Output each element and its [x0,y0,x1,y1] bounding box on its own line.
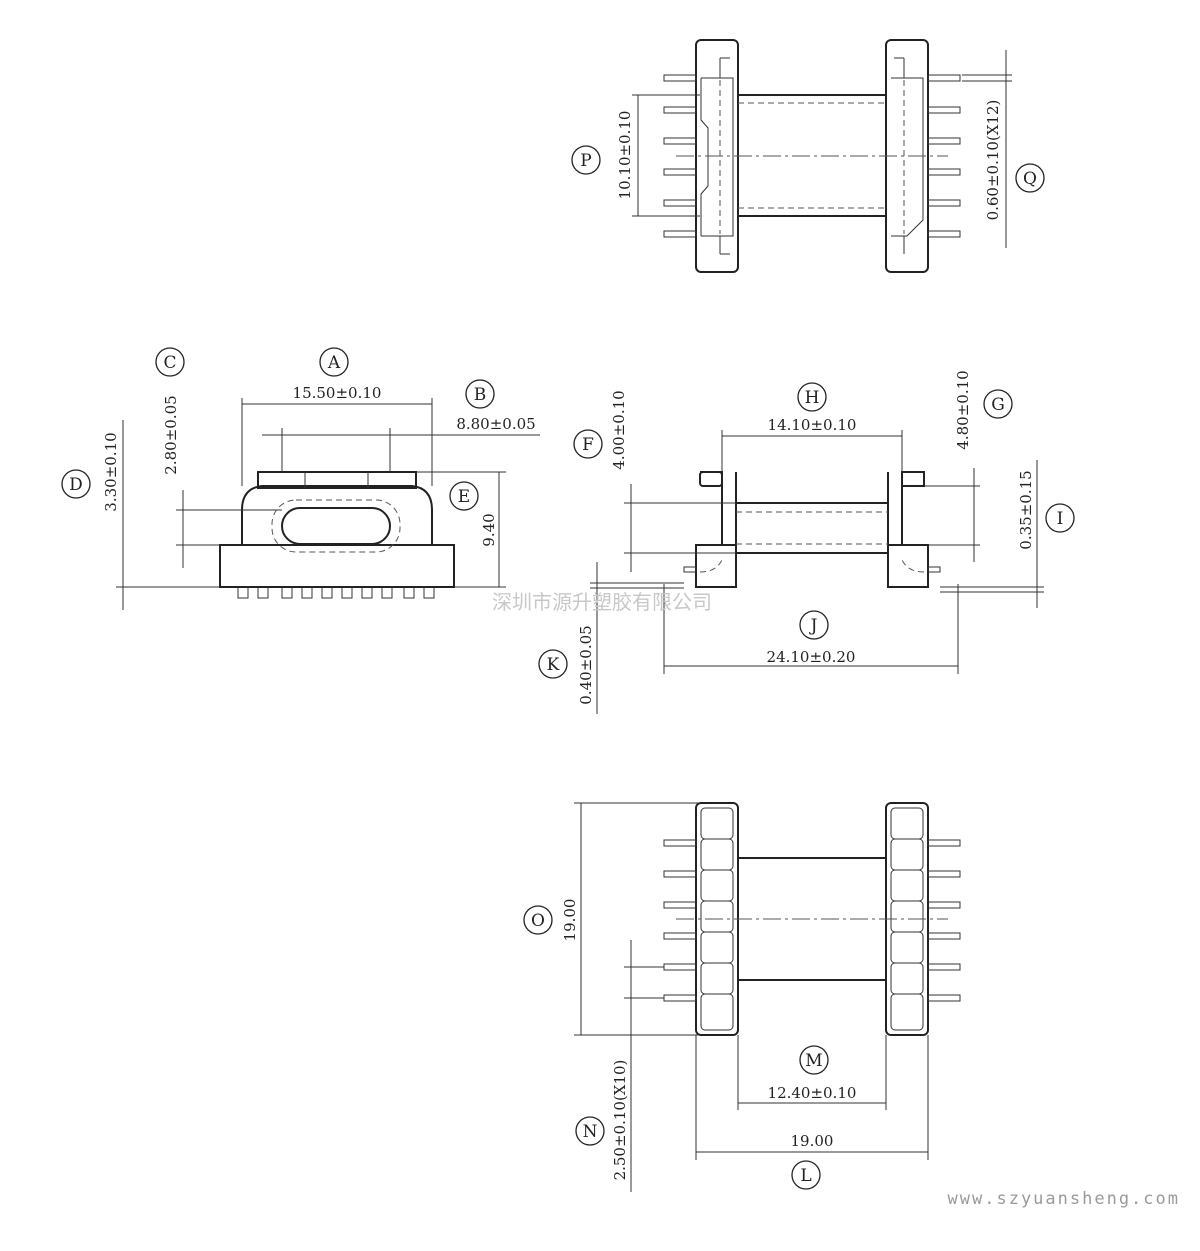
dim-c-value: 2.80±0.05 [162,395,180,474]
dim-j-value: 24.10±0.20 [767,648,856,666]
label-j: J [809,616,818,636]
label-n: N [583,1122,598,1142]
dim-a-value: 15.50±0.10 [293,384,382,402]
label-l: L [800,1166,811,1186]
label-m: M [805,1051,822,1071]
label-p: P [580,151,591,171]
label-d: D [69,475,83,495]
dim-d-value: 3.30±0.10 [102,432,120,511]
dim-b-value: 8.80±0.05 [456,415,535,433]
label-g: G [991,395,1005,415]
label-q: Q [1023,169,1037,189]
dim-l-value: 19.00 [791,1132,834,1150]
dim-q-value: 0.60±0.10(X12) [984,100,1002,221]
website-text: www.szyuansheng.com [948,1189,1180,1209]
company-watermark: 深圳市源升塑胶有限公司 [492,590,712,614]
dim-g-value: 4.80±0.10 [954,370,972,449]
top-view: 10.10±0.10 P 0.60±0.10(X12) Q [571,39,1045,273]
label-b: B [474,385,487,405]
label-f: F [582,435,594,455]
label-e: E [458,487,470,507]
label-o: O [531,911,545,931]
dim-e-value: 9.40 [480,513,498,546]
dim-n-value: 2.50±0.10(X10) [611,1060,629,1181]
dim-o-value: 19.00 [561,899,579,942]
dim-p-value: 10.10±0.10 [616,111,634,200]
bottom-view: 19.00 O 2.50±0.10(X10) N 12.40±0.10 M 19… [523,802,961,1192]
label-k: K [547,655,560,675]
dim-h-value: 14.10±0.10 [768,416,857,434]
dim-f-value: 4.00±0.10 [610,390,628,469]
label-a: A [327,353,341,373]
label-h: H [805,388,820,408]
dim-k-value: 0.40±0.05 [577,625,595,704]
side-view: 15.50±0.10 A 8.80±0.05 B 2.80±0.05 C 3.3… [61,347,540,610]
label-i: I [1057,509,1064,529]
dim-m-value: 12.40±0.10 [768,1084,857,1102]
label-c: C [163,353,176,373]
front-view: 4.00±0.10 F 4.80±0.10 G 14.10±0.10 H 0.3… [538,370,1075,714]
dim-i-value: 0.35±0.15 [1017,470,1035,549]
